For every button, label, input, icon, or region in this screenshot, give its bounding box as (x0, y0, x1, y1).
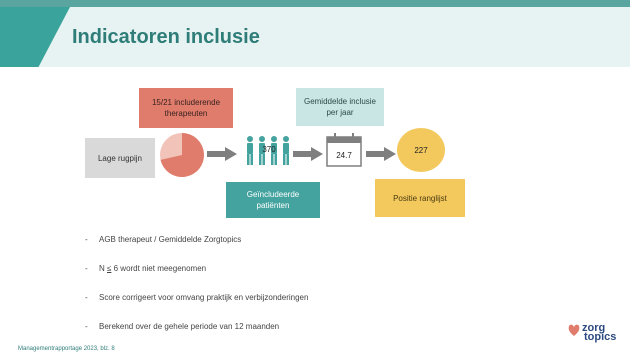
patienten-box: Geïncludeerde patiënten (226, 182, 320, 218)
logo-mark-icon (568, 324, 580, 336)
rugpijn-label: Lage rugpijn (97, 153, 143, 163)
note-text: Berekend over de gehele periode van 12 m… (99, 322, 280, 331)
gemiddelde-label: Gemiddelde inclusie per jaar (303, 97, 377, 117)
arrow-1-icon (207, 147, 237, 161)
header-background (0, 7, 630, 67)
ranglijst-circle: 227 (397, 128, 445, 172)
people-icon (247, 136, 289, 165)
calendar-icon (326, 133, 362, 167)
gemiddelde-box: Gemiddelde inclusie per jaar (296, 88, 384, 126)
page-title: Indicatoren inclusie (72, 26, 260, 48)
note-symbol: ≤ (107, 264, 112, 273)
therapeuten-box: 15/21 includerende therapeuten (139, 88, 233, 128)
pie-included-slice (160, 133, 204, 177)
list-item: -Berekend over de gehele periode van 12 … (85, 322, 280, 331)
ranglijst-box: Positie ranglijst (375, 179, 465, 217)
arrow-2-icon (293, 147, 323, 161)
gemiddelde-value: 24.7 (336, 151, 352, 160)
logo-line-2: topics (584, 331, 617, 343)
rugpijn-box: Lage rugpijn (85, 138, 155, 178)
list-item: -N ≤ 6 wordt niet meegenomen (85, 264, 207, 273)
footer-text: Managementrapportage 2023, blz. 8 (18, 346, 115, 352)
patienten-count: 370 (262, 145, 276, 154)
note-suffix: 6 wordt niet meegenomen (111, 264, 207, 273)
ranglijst-value: 227 (414, 145, 428, 155)
patienten-label: Geïncludeerde patiënten (246, 190, 300, 210)
note-prefix: N (99, 264, 107, 273)
list-item: -AGB therapeut / Gemiddelde Zorgtopics (85, 235, 242, 244)
list-item: -Score corrigeert voor omvang praktijk e… (85, 293, 309, 302)
zorgtopics-logo: zorg topics (568, 321, 617, 345)
therapeuten-pie-chart (160, 133, 204, 177)
ranglijst-label: Positie ranglijst (393, 193, 447, 203)
note-text: AGB therapeut / Gemiddelde Zorgtopics (99, 235, 242, 244)
arrow-3-icon (366, 147, 396, 161)
note-text: Score corrigeert voor omvang praktijk en… (99, 293, 309, 302)
top-accent-bar (0, 0, 630, 7)
logo-line-1: zorg (582, 322, 606, 334)
therapeuten-label: 15/21 includerende therapeuten (151, 98, 221, 118)
